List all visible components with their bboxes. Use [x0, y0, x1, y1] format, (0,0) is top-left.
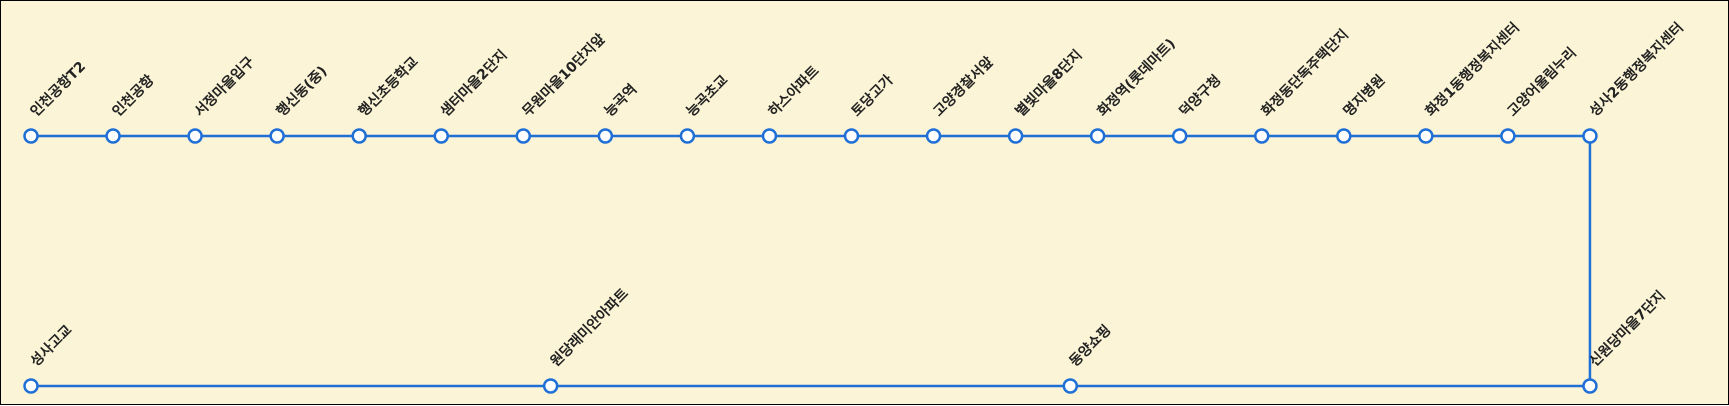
stop-node: [351, 128, 367, 144]
stop-node: [542, 378, 559, 394]
stop-node: [105, 128, 121, 144]
stop-node: [23, 378, 39, 394]
stop-node: [23, 128, 39, 144]
stop-node: [269, 128, 285, 144]
stop-node: [1089, 128, 1106, 144]
stop-node: [1582, 128, 1598, 144]
stop-node: [1254, 128, 1270, 144]
stop-node: [761, 128, 778, 144]
stop-node: [1007, 128, 1024, 144]
stop-node: [1418, 128, 1434, 144]
stop-node: [433, 128, 449, 144]
stop-node: [1500, 128, 1516, 144]
stop-node: [843, 128, 860, 144]
route-line: [31, 134, 1592, 388]
stop-node: [1582, 378, 1598, 394]
stop-node: [1336, 128, 1352, 144]
stop-node: [515, 128, 532, 144]
stop-node: [597, 128, 614, 144]
stop-node: [1062, 378, 1079, 394]
stop-node: [1171, 128, 1188, 144]
stop-node: [679, 128, 696, 144]
stop-node: [925, 128, 942, 144]
stop-node: [187, 128, 203, 144]
